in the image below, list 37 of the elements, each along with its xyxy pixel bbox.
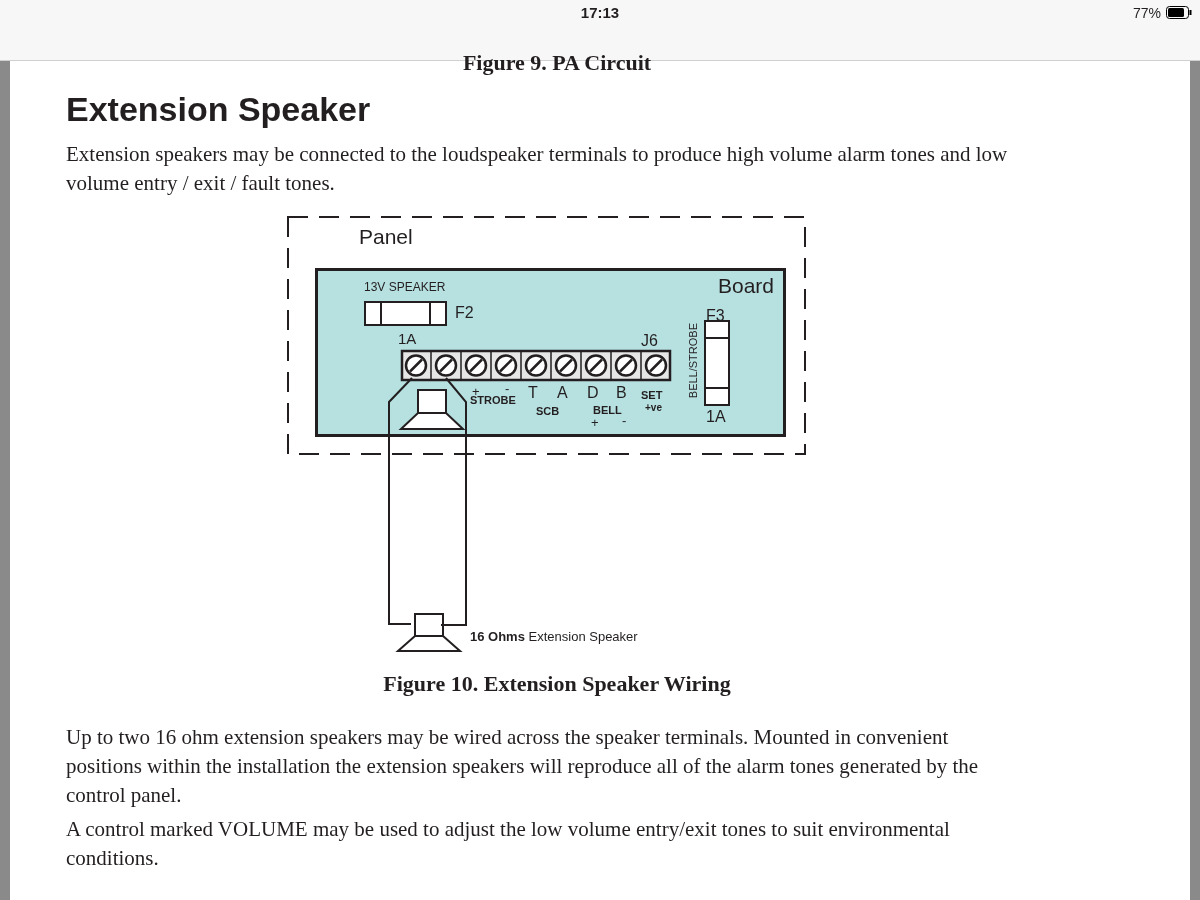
fuse-drawing	[364, 301, 447, 326]
connector-label: J6	[641, 333, 658, 349]
terminal-label: B	[616, 385, 627, 401]
terminal-label: D	[587, 385, 599, 401]
speaker-icon	[397, 613, 461, 652]
terminal-label: +ve	[645, 403, 662, 413]
wire	[388, 377, 413, 625]
terminal-label: -	[505, 382, 510, 395]
panel-outline	[287, 216, 806, 455]
terminal-block	[401, 350, 671, 381]
battery-percent: 77%	[1133, 6, 1162, 20]
board-label: Board	[718, 275, 775, 296]
fuse-drawing	[704, 320, 730, 406]
terminal-label: SET	[641, 390, 663, 401]
body-paragraph: Extension speakers may be connected to the loudspeaker terminals to produce high volume alarm tones and low volume entry / exit / fault tones.	[66, 141, 1009, 197]
status-time: 17:13	[580, 5, 620, 20]
polarity-label: -	[622, 414, 627, 427]
fuse-rating-label: 1A	[706, 409, 726, 425]
circuit-board	[315, 268, 786, 437]
speaker-label: 16 Ohms Extension Speaker	[470, 630, 638, 643]
speaker-icon	[400, 389, 464, 430]
fuse-rating-label: BELL/STROBE	[688, 323, 699, 399]
body-paragraph: A control marked VOLUME may be used to adjust the low volume entry/exit tones to suit environmental conditions.	[66, 816, 951, 872]
terminal-group-label: SCB	[536, 406, 560, 417]
section-heading: Extension Speaker	[66, 92, 371, 126]
terminal-label: STROBE	[470, 395, 516, 406]
fuse-rating-label: 1A	[398, 331, 417, 346]
panel-label: Panel	[359, 226, 413, 247]
terminal-label: A	[557, 385, 568, 401]
body-paragraph: Up to two 16 ohm extension speakers may be wired across the speaker terminals. Mounted in convenient positions within the installation the extension speakers will reproduce all of the alarm tones generated by the control panel.	[66, 724, 980, 809]
fuse-rating-label: 13V SPEAKER	[364, 281, 446, 293]
figure-caption: Figure 9. PA Circuit	[462, 52, 652, 74]
terminal-label: T	[528, 385, 538, 401]
fuse-label: F2	[455, 305, 474, 321]
polarity-label: +	[591, 416, 599, 429]
figure-caption: Figure 10. Extension Speaker Wiring	[383, 673, 731, 695]
terminal-group-label: BELL	[593, 405, 622, 416]
